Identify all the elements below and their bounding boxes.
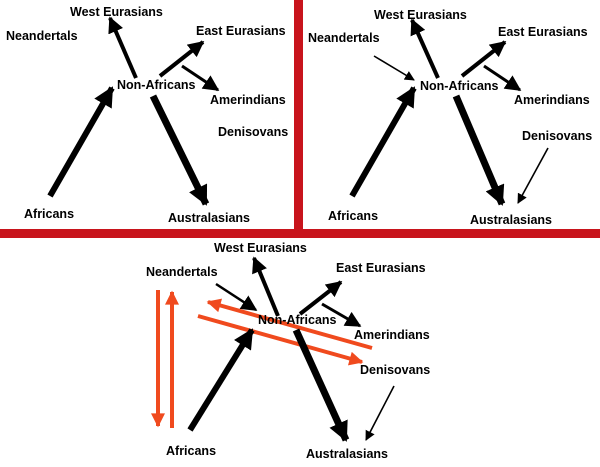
label-west-eurasians: West Eurasians (214, 241, 307, 255)
label-east-eurasians: East Eurasians (196, 24, 286, 38)
vertical-divider (294, 0, 303, 233)
arrow-neandertals-to-non-africans (373, 55, 415, 81)
label-denisovans: Denisovans (522, 129, 592, 143)
label-neandertals: Neandertals (308, 31, 380, 45)
arrow-denisovans-to-australasians (365, 385, 395, 441)
horizontal-divider (0, 229, 600, 238)
arrow-to-australasians (292, 328, 350, 442)
label-australasians: Australasians (470, 213, 552, 227)
arrow-africans-to-non-africans (349, 86, 417, 198)
label-non-africans: Non-Africans (420, 79, 499, 93)
arrow-to-east-eurasians (298, 280, 343, 316)
label-australasians: Australasians (306, 447, 388, 461)
label-west-eurasians: West Eurasians (374, 8, 467, 22)
panel-top-right: West Eurasians Neandertals East Eurasian… (308, 8, 592, 227)
panel-bottom: West Eurasians Neandertals East Eurasian… (146, 241, 430, 461)
panel-top-left: West Eurasians Neandertals East Eurasian… (6, 5, 288, 225)
arrow-to-west-eurasians (108, 16, 138, 79)
label-east-eurasians: East Eurasians (498, 25, 588, 39)
arrow-to-east-eurasians (460, 40, 507, 78)
label-denisovans: Denisovans (360, 363, 430, 377)
label-non-africans: Non-Africans (117, 78, 196, 92)
label-non-africans: Non-Africans (258, 313, 337, 327)
label-neandertals: Neandertals (146, 265, 218, 279)
arrow-africans-to-non-africans (47, 86, 115, 198)
arrow-to-west-eurasians (252, 256, 280, 317)
arrow-to-amerindians (321, 302, 362, 328)
label-west-eurasians: West Eurasians (70, 5, 163, 19)
arrow-to-amerindians (181, 64, 220, 92)
arrow-to-amerindians (483, 64, 522, 92)
label-amerindians: Amerindians (210, 93, 286, 107)
arrow-to-east-eurasians (158, 40, 205, 78)
gene-flow-arrow-right (197, 314, 364, 366)
label-africans: Africans (166, 444, 216, 458)
arrow-neandertals-to-non-africans (215, 282, 258, 312)
label-africans: Africans (24, 207, 74, 221)
label-africans: Africans (328, 209, 378, 223)
gene-flow-arrow-left (206, 298, 373, 350)
arrow-africans-to-non-africans (187, 328, 255, 432)
label-amerindians: Amerindians (354, 328, 430, 342)
label-neandertals: Neandertals (6, 29, 78, 43)
label-east-eurasians: East Eurasians (336, 261, 426, 275)
label-amerindians: Amerindians (514, 93, 590, 107)
arrow-to-australasians (149, 94, 210, 206)
arrow-to-west-eurasians (410, 18, 440, 79)
arrow-to-australasians (452, 94, 506, 206)
label-australasians: Australasians (168, 211, 250, 225)
label-denisovans: Denisovans (218, 125, 288, 139)
arrow-denisovans-to-australasians (517, 147, 549, 204)
